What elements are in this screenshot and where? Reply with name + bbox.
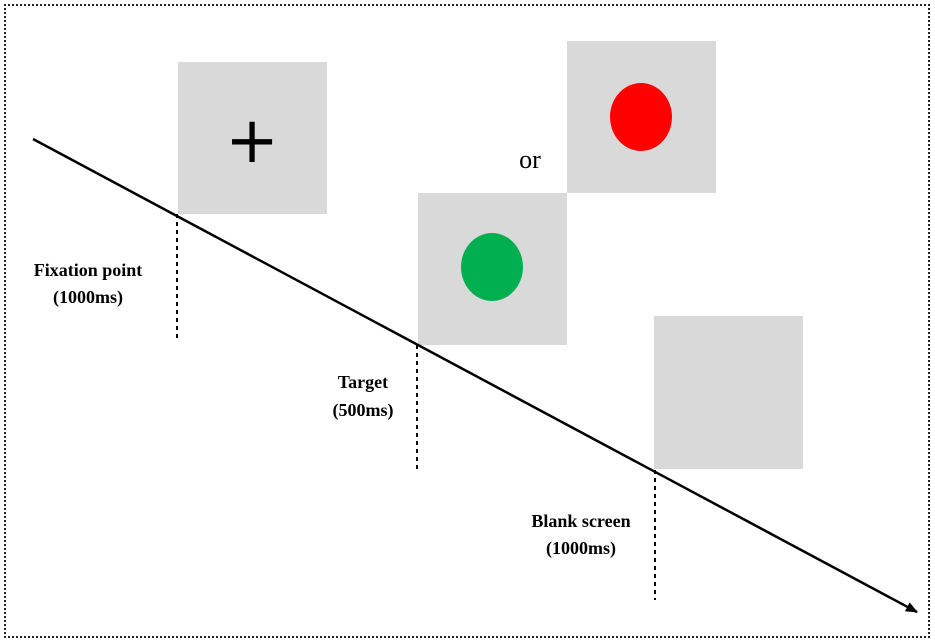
fixation-duration: (1000ms) bbox=[53, 287, 123, 308]
fixation-screen bbox=[178, 62, 327, 214]
target-label: Target bbox=[338, 372, 388, 392]
blank-screen bbox=[654, 316, 803, 469]
or-label: or bbox=[519, 145, 541, 174]
blank-label: Blank screen bbox=[531, 511, 630, 531]
diagram-frame bbox=[4, 4, 930, 638]
red-circle-stimulus bbox=[610, 83, 672, 151]
target-duration: (500ms) bbox=[333, 400, 394, 421]
fixation-label: Fixation point bbox=[34, 260, 143, 280]
fixation-cross-icon: + bbox=[225, 104, 279, 178]
green-circle-stimulus bbox=[461, 233, 523, 301]
blank-duration: (1000ms) bbox=[546, 538, 616, 559]
timeline-arrow bbox=[32, 137, 918, 614]
